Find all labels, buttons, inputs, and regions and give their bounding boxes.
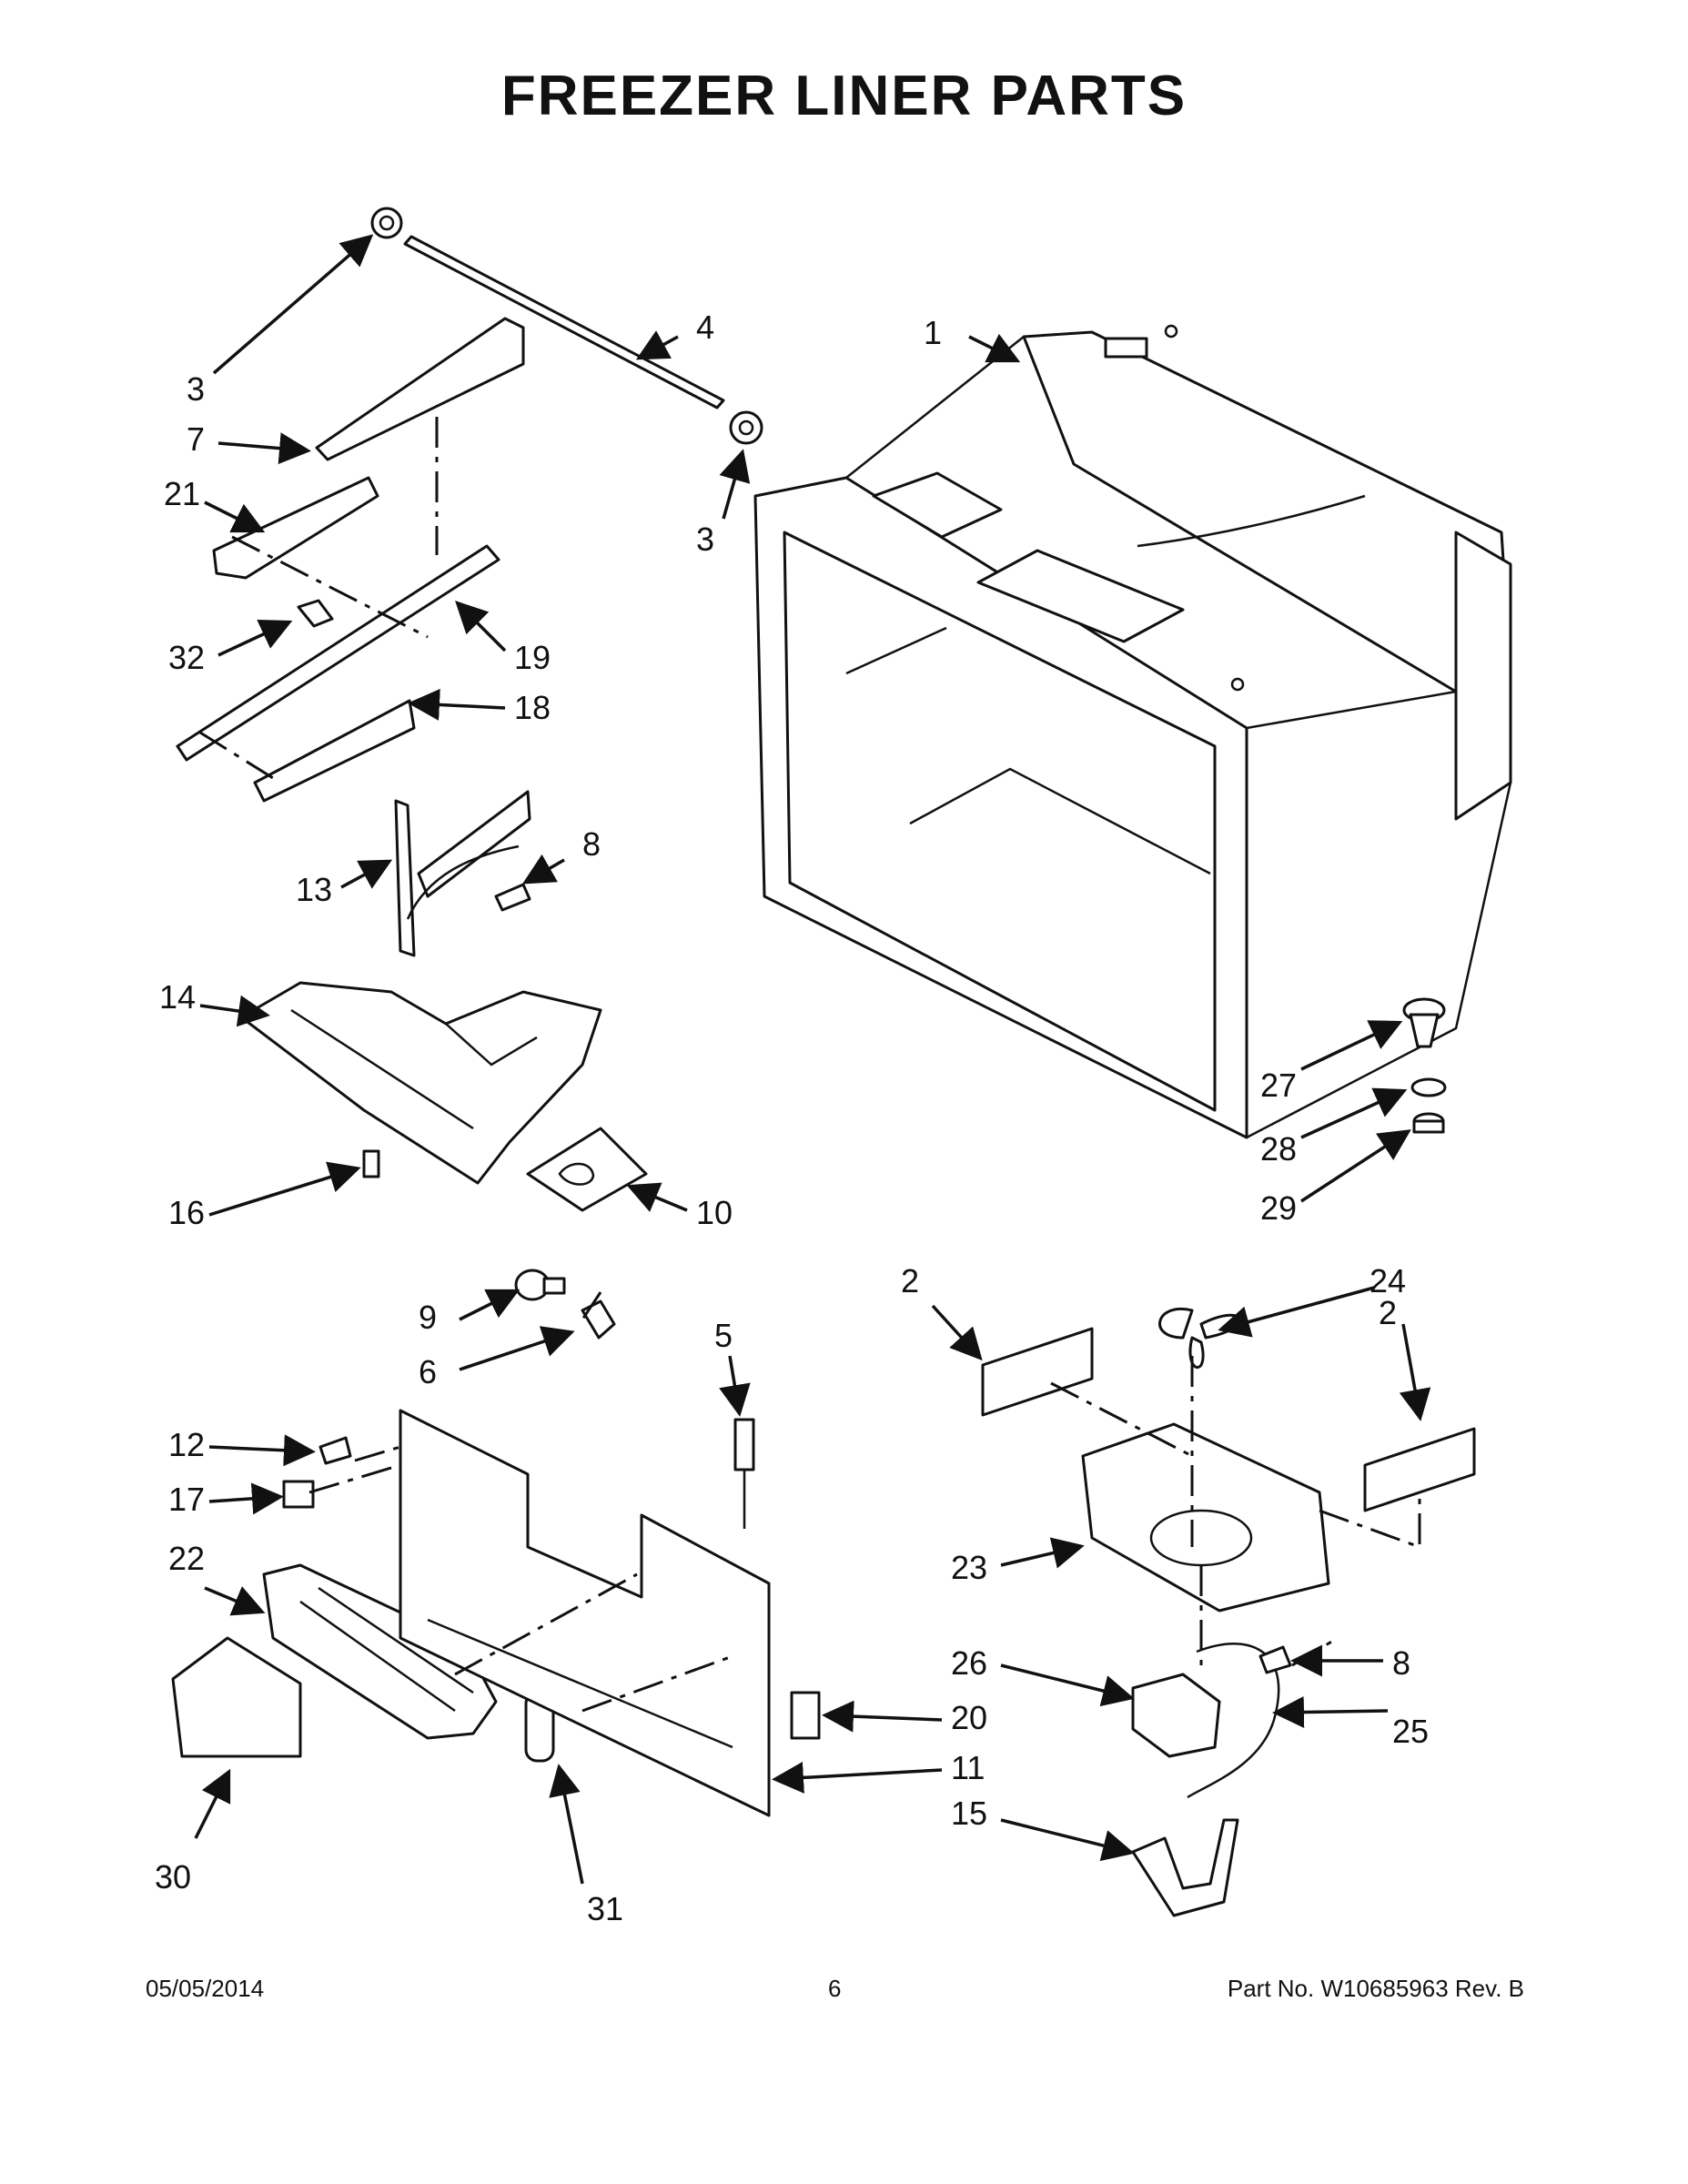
part-14-cover bbox=[242, 981, 602, 1185]
page-title: FREEZER LINER PARTS bbox=[500, 65, 1188, 127]
part-2-block-right bbox=[1363, 1427, 1476, 1512]
part-2-block-left bbox=[981, 1327, 1094, 1417]
callout-10: 10 bbox=[696, 1194, 733, 1231]
callout-20: 20 bbox=[951, 1699, 987, 1736]
callout-12: 12 bbox=[168, 1426, 205, 1463]
part-5-thermistor bbox=[733, 1418, 755, 1529]
part-1-freezer-liner bbox=[753, 324, 1512, 1139]
callout-27: 27 bbox=[1260, 1067, 1297, 1104]
part-8-screw-lower bbox=[1258, 1645, 1292, 1674]
callout-11: 11 bbox=[951, 1749, 985, 1786]
callout-2-right: 2 bbox=[1379, 1294, 1397, 1331]
part-7-track bbox=[315, 317, 525, 461]
callout-8-upper: 8 bbox=[582, 825, 601, 863]
callout-3-right: 3 bbox=[696, 521, 714, 558]
assembly-lines bbox=[199, 417, 1421, 1713]
part-20-strip bbox=[790, 1691, 821, 1740]
callout-9: 9 bbox=[419, 1299, 437, 1336]
callout-19: 19 bbox=[514, 639, 551, 676]
callout-8-lower: 8 bbox=[1392, 1644, 1410, 1682]
part-24-fan-blade bbox=[1158, 1307, 1241, 1370]
part-15-bracket bbox=[1131, 1818, 1239, 1917]
callout-26: 26 bbox=[951, 1644, 987, 1682]
part-11-panel bbox=[399, 1409, 771, 1817]
callout-16: 16 bbox=[168, 1194, 205, 1231]
callout-6: 6 bbox=[419, 1353, 437, 1390]
callout-14: 14 bbox=[159, 978, 196, 1016]
callout-arrows bbox=[194, 234, 1431, 1885]
part-28-ring bbox=[1410, 1077, 1447, 1097]
callout-4: 4 bbox=[696, 308, 714, 346]
part-9-bulb bbox=[514, 1269, 566, 1301]
part-6-socket bbox=[581, 1299, 616, 1340]
callout-29: 29 bbox=[1260, 1189, 1297, 1227]
part-30-cover bbox=[171, 1636, 302, 1758]
callout-2-left: 2 bbox=[901, 1262, 919, 1299]
part-3-gear-right bbox=[729, 410, 763, 445]
callout-28: 28 bbox=[1260, 1130, 1297, 1168]
callout-23: 23 bbox=[951, 1549, 987, 1586]
part-18-bracket bbox=[253, 699, 416, 803]
part-29-grommet bbox=[1412, 1112, 1445, 1134]
callout-labels: 1 2 2 3 3 4 5 6 7 8 8 9 10 11 12 13 14 1… bbox=[155, 308, 1429, 1927]
part-3-gear-top bbox=[370, 207, 403, 239]
part-22-grille bbox=[262, 1563, 498, 1740]
part-12-screw bbox=[318, 1436, 352, 1465]
callout-5: 5 bbox=[714, 1317, 733, 1354]
callout-25: 25 bbox=[1392, 1713, 1429, 1750]
callout-31: 31 bbox=[587, 1890, 623, 1927]
footer-date: 05/05/2014 bbox=[146, 1975, 265, 2002]
callout-1: 1 bbox=[924, 314, 942, 351]
part-27-drain bbox=[1402, 997, 1446, 1048]
callout-17: 17 bbox=[168, 1481, 205, 1518]
part-19-slide-rail bbox=[176, 544, 500, 762]
callout-30: 30 bbox=[155, 1858, 191, 1896]
footer-page-number: 6 bbox=[828, 1975, 842, 2002]
callout-22: 22 bbox=[168, 1540, 205, 1577]
callout-24: 24 bbox=[1370, 1262, 1406, 1299]
part-4-rod bbox=[403, 235, 725, 410]
callout-7: 7 bbox=[187, 420, 205, 458]
part-13-support bbox=[394, 790, 531, 957]
part-10-sheet bbox=[526, 1127, 648, 1212]
callout-3-top: 3 bbox=[187, 370, 205, 408]
part-8-screw-upper bbox=[494, 883, 531, 912]
footer-part-number: Part No. W10685963 Rev. B bbox=[1227, 1975, 1524, 2002]
callout-21: 21 bbox=[164, 475, 200, 512]
part-17-bracket bbox=[282, 1480, 315, 1509]
callout-13: 13 bbox=[296, 871, 332, 908]
part-26-fan-motor bbox=[1131, 1673, 1221, 1758]
callout-32: 32 bbox=[168, 639, 205, 676]
part-21-bracket bbox=[212, 476, 379, 580]
callout-18: 18 bbox=[514, 689, 551, 726]
part-23-fan-housing bbox=[1081, 1422, 1330, 1613]
callout-15: 15 bbox=[951, 1795, 987, 1832]
part-32-screw bbox=[297, 599, 334, 628]
part-16-clip bbox=[362, 1149, 380, 1178]
